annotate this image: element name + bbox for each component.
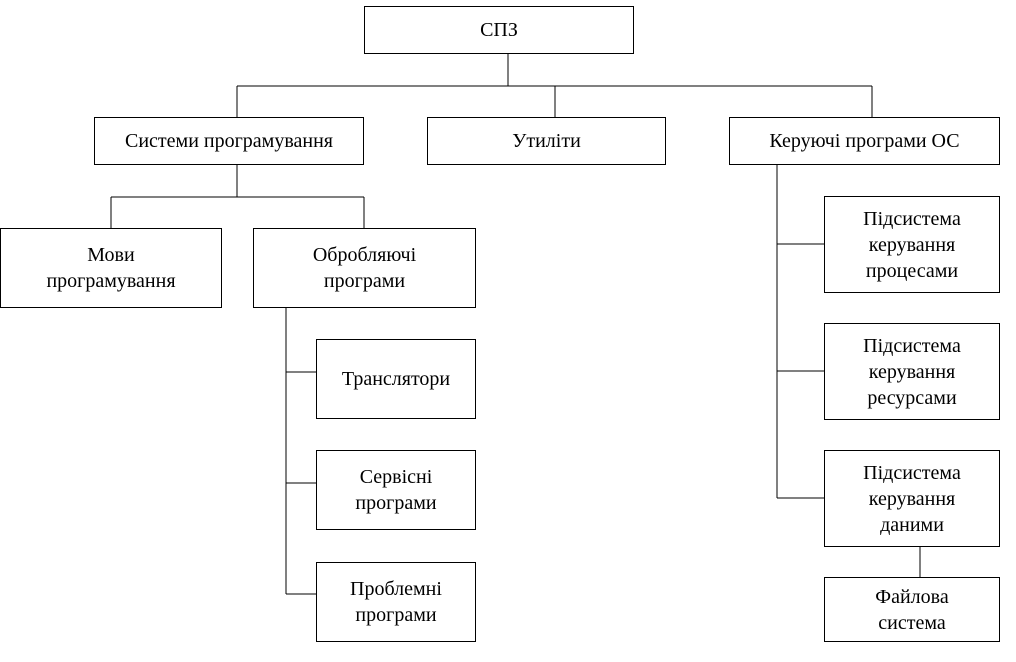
node-data-management-label: Підсистема керування даними: [863, 461, 961, 536]
node-languages: Мови програмування: [0, 228, 222, 308]
node-processing-programs-label: Обробляючі програми: [312, 244, 417, 292]
node-resource-management-label: Підсистема керування ресурсами: [863, 334, 961, 409]
node-problem-programs: Проблемні програми: [316, 562, 476, 642]
node-spz: СПЗ: [364, 6, 634, 54]
node-process-management-label: Підсистема керування процесами: [863, 207, 961, 282]
node-process-management: Підсистема керування процесами: [824, 196, 1000, 293]
node-file-system: Файлова система: [824, 577, 1000, 642]
node-system-programming-label: Системи програмування: [125, 130, 333, 152]
node-problem-programs-label: Проблемні програми: [350, 578, 442, 626]
node-processing-programs: Обробляючі програми: [253, 228, 476, 308]
node-service-programs-label: Сервісні програми: [355, 466, 437, 514]
node-os-programs: Керуючі програми ОС: [729, 117, 1000, 165]
node-spz-label: СПЗ: [480, 19, 518, 41]
node-system-programming: Системи програмування: [94, 117, 364, 165]
node-languages-label: Мови програмування: [46, 244, 176, 292]
node-resource-management: Підсистема керування ресурсами: [824, 323, 1000, 420]
node-file-system-label: Файлова система: [875, 585, 949, 634]
node-os-programs-label: Керуючі програми ОС: [769, 130, 960, 152]
node-utilities: Утиліти: [427, 117, 666, 165]
node-data-management: Підсистема керування даними: [824, 450, 1000, 547]
node-utilities-label: Утиліти: [512, 130, 581, 152]
node-service-programs: Сервісні програми: [316, 450, 476, 530]
node-translators: Транслятори: [316, 339, 476, 419]
node-translators-label: Транслятори: [341, 368, 451, 390]
